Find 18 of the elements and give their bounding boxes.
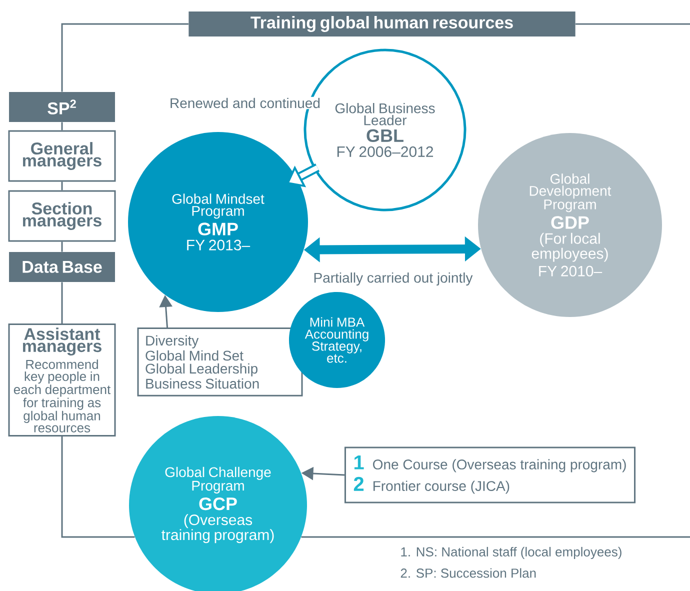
level-box: Assistant managers Recommend key people in each department for training as global human resources bbox=[8, 324, 116, 436]
level-box: General managers bbox=[8, 130, 116, 182]
connector-line bbox=[61, 182, 63, 190]
label-band: Data Base bbox=[9, 252, 115, 282]
level-box: Section managers bbox=[8, 190, 116, 242]
label-band: SP$^{2}$ bbox=[9, 92, 115, 122]
connector-line bbox=[61, 23, 188, 92]
footnote: 1. NS: National staff (local employees) bbox=[401, 546, 622, 560]
footnote: 2. SP: Succession Plan bbox=[400, 568, 536, 578]
heading-band: Training global human resources bbox=[188, 12, 576, 36]
connector-line bbox=[61, 282, 63, 324]
topic-box: Diversity Global Mind Set Global Leadership Business Situation bbox=[137, 328, 303, 396]
connector-line bbox=[61, 122, 63, 130]
edge-label: Renewed and continued bbox=[168, 96, 322, 110]
edge-label: Partially carried out jointly bbox=[312, 271, 474, 287]
connector-line bbox=[61, 436, 135, 538]
connector-line bbox=[61, 242, 63, 252]
course-box: 1 One Course (Overseas training program) 2 Frontier course (JICA) bbox=[344, 446, 636, 504]
